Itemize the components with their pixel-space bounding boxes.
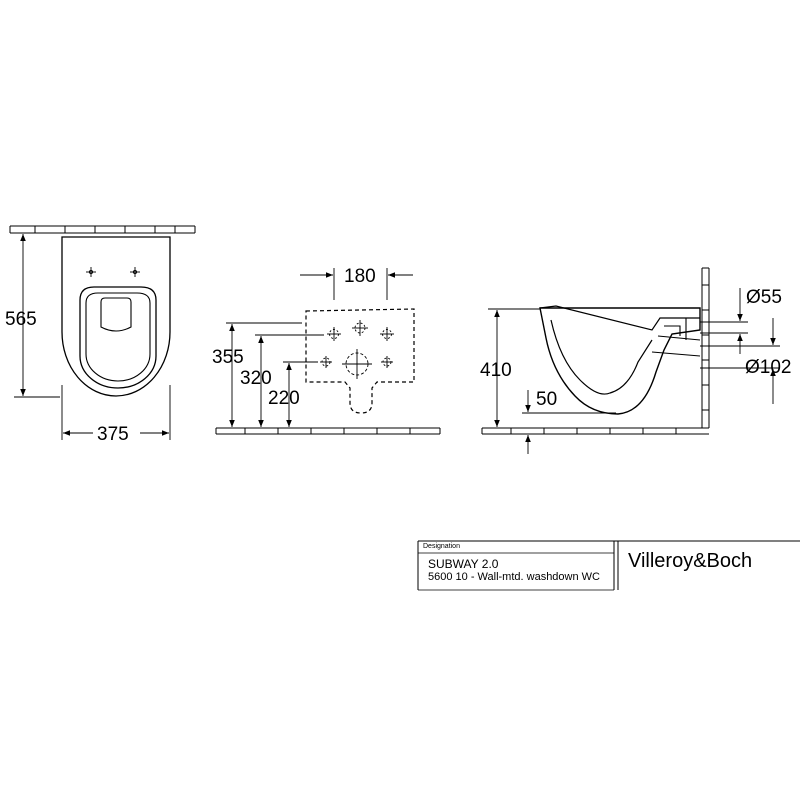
fixing-mark-left [86, 267, 96, 277]
side-wall-hatch [701, 267, 710, 428]
wall-plate-outline [305, 308, 415, 414]
floor-hatch-right [481, 427, 709, 435]
front-seat-outline [79, 286, 157, 389]
side-height-label: 410 [480, 360, 512, 381]
side-depth-dimension [522, 390, 616, 454]
wall-hole-4 [320, 356, 332, 368]
wall-spacing-label: 180 [344, 266, 376, 287]
front-height-label: 565 [5, 309, 37, 330]
side-height-dimension [488, 308, 540, 427]
side-diameter-dimensions [700, 288, 780, 404]
floor-hatch-middle [215, 427, 441, 435]
side-seat [539, 305, 700, 331]
side-bowl-inner [550, 319, 653, 395]
side-bowl-outer [539, 307, 701, 415]
wall-height-dimensions [226, 322, 324, 427]
fixing-mark-right [130, 267, 140, 277]
title-block-frame [417, 540, 800, 591]
wall-hole-1 [327, 327, 341, 341]
front-width-dimension [61, 385, 171, 440]
side-dia-top-label: Ø55 [746, 287, 782, 308]
wall-height-label-b: 320 [240, 368, 272, 389]
wall-height-label-c: 220 [268, 388, 300, 409]
side-depth-label: 50 [536, 389, 557, 410]
front-wall-hatch [9, 225, 196, 234]
product-name: SUBWAY 2.0 [428, 557, 499, 571]
wall-spacing-dimension [300, 268, 413, 300]
side-dia-bottom-label: Ø102 [745, 357, 791, 378]
brand-name: Villeroy&Boch [628, 550, 753, 572]
wall-hole-3 [380, 327, 394, 341]
front-view [9, 225, 196, 440]
wall-hole-2 [352, 320, 368, 336]
front-width-label: 375 [97, 424, 129, 445]
product-description: 5600 10 - Wall-mtd. washdown WC [428, 571, 600, 583]
wall-hole-5 [381, 356, 393, 368]
side-trap [651, 318, 701, 357]
designation-label: Designation [423, 543, 460, 550]
front-height-dimension [14, 232, 60, 398]
wall-view [215, 268, 441, 435]
wall-height-label-a: 355 [212, 347, 244, 368]
side-view [481, 267, 780, 454]
wall-hole-waste [342, 349, 372, 379]
front-bowl-outline [61, 236, 171, 397]
front-seat-inner [85, 292, 151, 382]
front-opening [100, 297, 132, 332]
